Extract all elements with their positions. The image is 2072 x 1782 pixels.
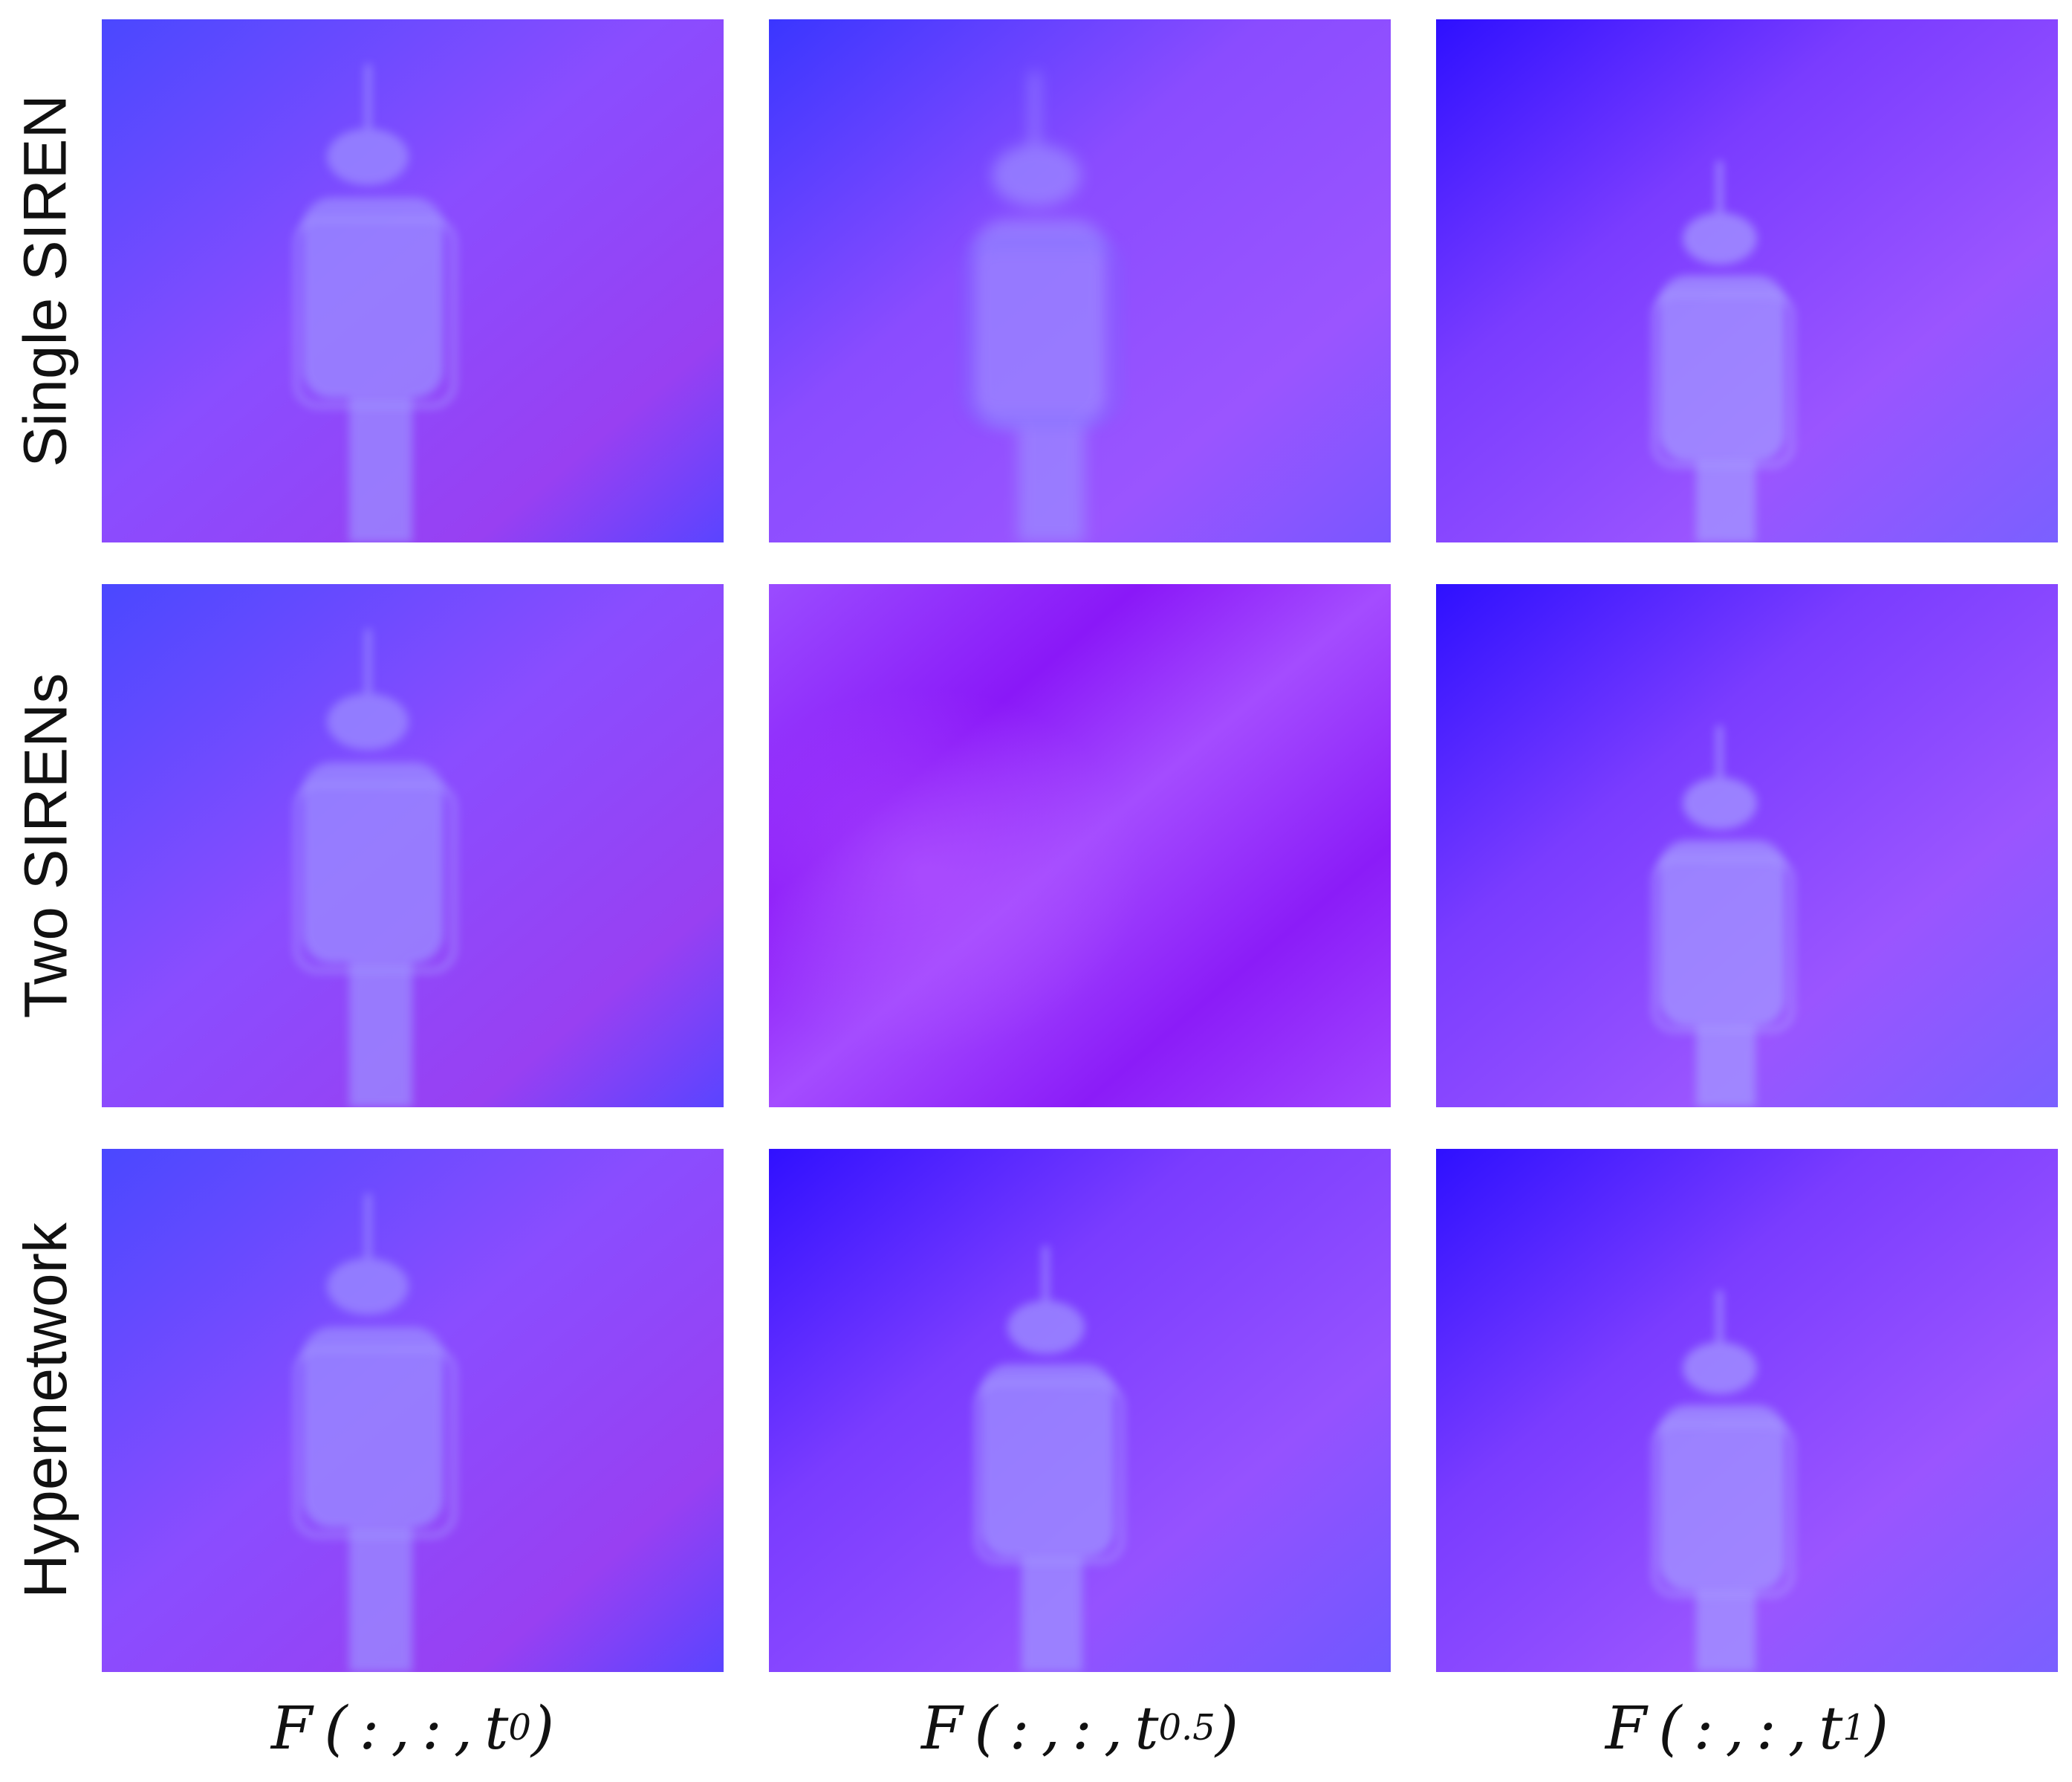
row-label-text: Two SIRENs xyxy=(12,673,79,1019)
column-label-prefix: F ( : , : , t xyxy=(1605,1693,1843,1763)
row-label-text: Single SIREN xyxy=(12,94,79,467)
column-label-prefix: F ( : , : , t xyxy=(920,1693,1159,1763)
row-label-text: Hypernetwork xyxy=(12,1222,80,1598)
column-label-subscript: 1 xyxy=(1842,1707,1865,1749)
row-label-two-sirens: Two SIRENs xyxy=(9,584,83,1107)
panel-single-siren-t1 xyxy=(1436,19,2058,542)
row-label-single-siren: Single SIREN xyxy=(9,19,83,542)
panel-two-sirens-t1 xyxy=(1436,584,2058,1107)
panel-two-sirens-t0 xyxy=(102,584,724,1107)
column-label-suffix: ) xyxy=(530,1693,555,1763)
column-label-subscript: 0.5 xyxy=(1158,1707,1215,1749)
column-label-subscript: 0 xyxy=(508,1707,531,1749)
panel-hypernetwork-t05 xyxy=(769,1149,1391,1672)
column-label-suffix: ) xyxy=(1865,1693,1889,1763)
panel-hypernetwork-t0 xyxy=(102,1149,724,1672)
column-label-suffix: ) xyxy=(1215,1693,1239,1763)
panel-single-siren-t05 xyxy=(769,19,1391,542)
panel-two-sirens-t05 xyxy=(769,584,1391,1107)
panel-hypernetwork-t1 xyxy=(1436,1149,2058,1672)
column-label-prefix: F ( : , : , t xyxy=(270,1693,509,1763)
row-label-hypernetwork: Hypernetwork xyxy=(9,1149,83,1672)
panel-single-siren-t0 xyxy=(102,19,724,542)
